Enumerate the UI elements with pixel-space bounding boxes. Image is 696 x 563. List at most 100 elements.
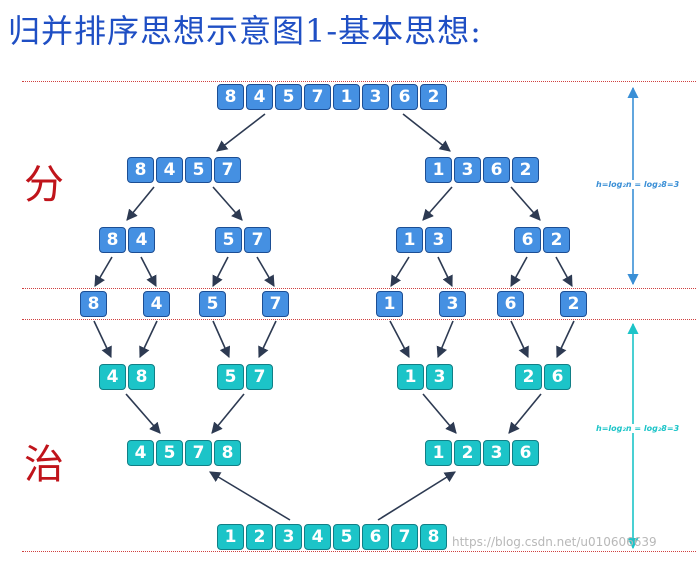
page-title: 归并排序思想示意图1-基本思想: bbox=[8, 12, 482, 50]
number-cell: 3 bbox=[362, 84, 389, 110]
number-cell: 3 bbox=[483, 440, 510, 466]
merge-arrow bbox=[389, 320, 410, 358]
divide-level3-group: 5 bbox=[199, 291, 226, 317]
number-cell: 2 bbox=[454, 440, 481, 466]
number-cell: 4 bbox=[143, 291, 170, 317]
divide-level3-group: 8 bbox=[80, 291, 107, 317]
number-cell: 7 bbox=[246, 364, 273, 390]
divide-level3-group: 3 bbox=[439, 291, 466, 317]
watermark: https://blog.csdn.net/u010606639 bbox=[452, 535, 657, 549]
number-cell: 5 bbox=[185, 157, 212, 183]
divider-middle-lower bbox=[22, 319, 696, 320]
height-note-divide: h=log₂n = log₂8=3 bbox=[596, 180, 680, 189]
number-cell: 6 bbox=[544, 364, 571, 390]
number-cell: 7 bbox=[262, 291, 289, 317]
number-cell: 2 bbox=[512, 157, 539, 183]
number-cell: 2 bbox=[543, 227, 570, 253]
number-cell: 8 bbox=[80, 291, 107, 317]
number-cell: 8 bbox=[214, 440, 241, 466]
divider-top bbox=[22, 81, 696, 82]
number-cell: 1 bbox=[217, 524, 244, 550]
number-cell: 5 bbox=[333, 524, 360, 550]
merge-arrow bbox=[510, 320, 529, 359]
number-cell: 8 bbox=[128, 364, 155, 390]
divide-arrow bbox=[402, 113, 451, 152]
number-cell: 5 bbox=[217, 364, 244, 390]
divide-label: 分 bbox=[24, 162, 64, 208]
number-cell: 3 bbox=[454, 157, 481, 183]
divide-arrow bbox=[126, 186, 155, 221]
number-cell: 8 bbox=[217, 84, 244, 110]
number-cell: 4 bbox=[128, 227, 155, 253]
number-cell: 1 bbox=[425, 157, 452, 183]
merge-arrow bbox=[209, 471, 291, 521]
merge-arrow bbox=[211, 393, 245, 434]
merge-arrow bbox=[377, 471, 456, 521]
merge-arrow bbox=[93, 320, 112, 359]
number-cell: 2 bbox=[560, 291, 587, 317]
number-cell: 4 bbox=[156, 157, 183, 183]
divide-arrow bbox=[510, 186, 541, 221]
number-cell: 2 bbox=[420, 84, 447, 110]
divider-bottom bbox=[22, 551, 696, 552]
number-cell: 8 bbox=[99, 227, 126, 253]
number-cell: 7 bbox=[214, 157, 241, 183]
merge-arrow bbox=[422, 393, 457, 434]
number-cell: 6 bbox=[483, 157, 510, 183]
divide-level3-group: 2 bbox=[560, 291, 587, 317]
merge-arrow bbox=[436, 320, 454, 359]
number-cell: 5 bbox=[156, 440, 183, 466]
number-cell: 6 bbox=[512, 440, 539, 466]
divide-arrow bbox=[437, 256, 453, 288]
divide-level3-group: 6 bbox=[497, 291, 524, 317]
number-cell: 5 bbox=[215, 227, 242, 253]
divide-arrow bbox=[390, 256, 410, 287]
height-note-merge: h=log₂n = log₂8=3 bbox=[596, 424, 680, 433]
divide-arrow bbox=[94, 256, 113, 287]
number-cell: 3 bbox=[425, 227, 452, 253]
divide-arrow bbox=[212, 186, 243, 221]
merge-arrow bbox=[508, 393, 542, 434]
divide-arrow bbox=[212, 256, 229, 287]
number-cell: 4 bbox=[127, 440, 154, 466]
number-cell: 6 bbox=[497, 291, 524, 317]
number-cell: 4 bbox=[304, 524, 331, 550]
divide-arrow bbox=[510, 256, 528, 287]
number-cell: 7 bbox=[244, 227, 271, 253]
number-cell: 1 bbox=[425, 440, 452, 466]
divide-arrow bbox=[140, 256, 157, 287]
number-cell: 4 bbox=[99, 364, 126, 390]
merge-arrow bbox=[139, 320, 158, 359]
divide-arrow bbox=[422, 186, 453, 221]
number-cell: 7 bbox=[185, 440, 212, 466]
number-cell: 6 bbox=[514, 227, 541, 253]
divide-level3-group: 1 bbox=[376, 291, 403, 317]
divide-arrow bbox=[256, 256, 275, 287]
number-cell: 3 bbox=[426, 364, 453, 390]
divider-middle-upper bbox=[22, 288, 696, 289]
merge-arrow bbox=[556, 320, 575, 359]
number-cell: 8 bbox=[420, 524, 447, 550]
divide-arrow bbox=[216, 113, 266, 152]
merge-arrow bbox=[125, 393, 161, 434]
number-cell: 3 bbox=[275, 524, 302, 550]
number-cell: 1 bbox=[333, 84, 360, 110]
merge-arrow bbox=[212, 320, 231, 359]
divide-level3-group: 4 bbox=[143, 291, 170, 317]
number-cell: 5 bbox=[275, 84, 302, 110]
divide-arrow bbox=[555, 256, 573, 287]
number-cell: 1 bbox=[396, 227, 423, 253]
number-cell: 2 bbox=[515, 364, 542, 390]
